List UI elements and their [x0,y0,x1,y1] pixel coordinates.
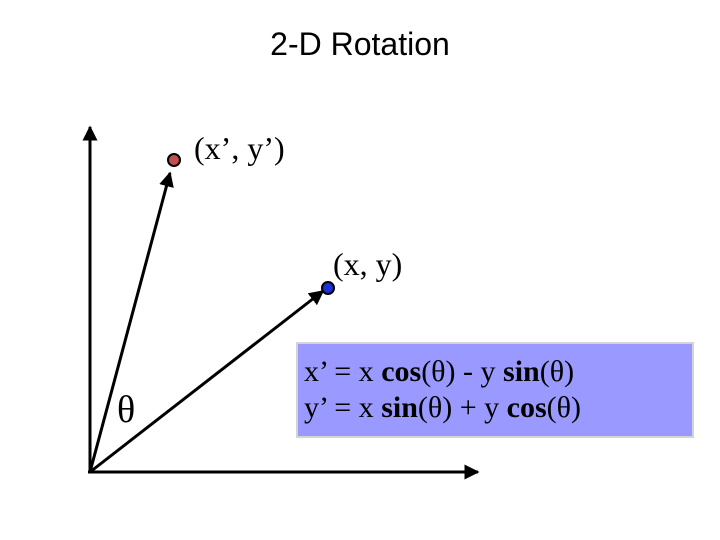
formula-function: sin [381,391,418,424]
rotated-vector [88,171,174,473]
formula-function: cos [381,355,422,388]
formula-text: y’ = x [304,391,382,424]
rotation-formula-box: x’ = x cos(θ) - y sin(θ) y’ = x sin(θ) +… [296,342,694,438]
formula-function: cos [506,391,547,424]
formula-text: (θ) + y [417,391,507,424]
point-marker-icon [167,153,181,167]
original-point-label: (x, y) [333,246,403,282]
formula-text: x’ = x [304,355,382,388]
original-vector [89,289,325,474]
formula-text: (θ) [546,391,582,424]
formula-line-x: x’ = x cos(θ) - y sin(θ) [304,354,686,390]
slide-title: 2-D Rotation [270,26,450,62]
rotated-point-label: (x’, y’) [194,130,285,166]
formula-text: (θ) - y [421,355,504,388]
point-marker-icon [321,281,335,295]
formula-text: (θ) [539,355,575,388]
formula-function: sin [503,355,540,388]
formula-line-y: y’ = x sin(θ) + y cos(θ) [304,390,686,426]
angle-theta-label: θ [117,389,136,431]
